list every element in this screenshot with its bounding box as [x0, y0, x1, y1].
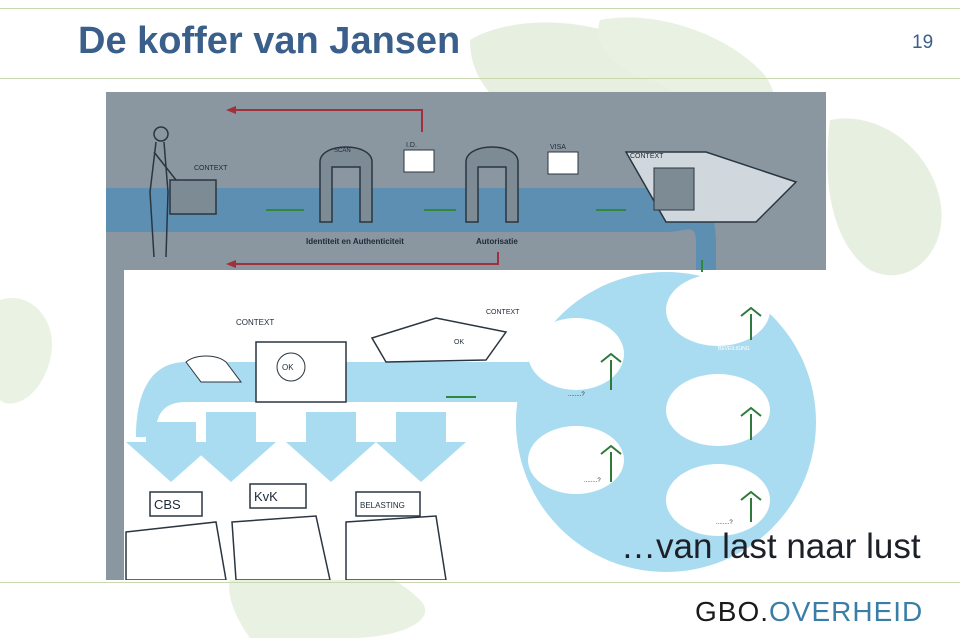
ok-stamp-icon — [276, 352, 306, 382]
footer-rule — [0, 582, 960, 583]
destination-belasting: BELASTING — [360, 501, 405, 510]
traveler-figure — [149, 126, 177, 258]
security-label: BEVEILIGING — [718, 346, 750, 352]
red-arrow-head-top — [226, 106, 236, 114]
tagline: …van last naar lust — [621, 527, 921, 566]
illustration-svg: Identiteit en Authenticiteit Autorisatie… — [106, 106, 826, 580]
palm-icon — [600, 306, 762, 522]
slide-title: De koffer van Jansen — [78, 20, 461, 62]
top-rule — [0, 8, 960, 9]
destination-kvk: KvK — [254, 489, 278, 504]
hand-icon — [185, 355, 242, 383]
question-label-3: ........? — [716, 520, 733, 526]
validation-label: VALIDATIE — [718, 438, 743, 444]
red-arrows — [236, 109, 499, 265]
island-bubbles — [528, 274, 770, 536]
suitcase-on-ship-icon — [653, 167, 695, 211]
question-label-1: ........? — [568, 392, 585, 398]
scan-tag: SCAN — [334, 148, 351, 154]
context-tag-4: CONTEXT — [486, 309, 520, 316]
lower-ship-icon — [370, 317, 508, 363]
lane-label-identity: Identiteit en Authenticiteit — [306, 237, 404, 246]
illustration-panel: Identiteit en Authenticiteit Autorisatie… — [106, 92, 826, 580]
id-tag: I.D. — [406, 142, 417, 149]
ok-tag-1: OK — [282, 363, 294, 372]
logo-part-2: OVERHEID — [769, 596, 924, 627]
logo-part-1: GBO. — [695, 596, 770, 627]
suitcase-icon — [169, 179, 217, 215]
question-label-2: ........? — [584, 478, 601, 484]
destination-cbs: CBS — [154, 497, 181, 512]
gbo-logo: GBO.OVERHEID — [695, 596, 923, 628]
context-tag-3: CONTEXT — [236, 318, 274, 327]
upper-road — [106, 188, 716, 270]
destination-boxes — [125, 483, 447, 580]
id-card-icon — [403, 149, 435, 173]
lane-label-authorization: Autorisatie — [476, 237, 518, 246]
visa-card-icon — [547, 151, 579, 175]
scan-gate-icon — [319, 146, 519, 223]
red-arrow-head-bottom — [226, 260, 236, 268]
lower-suitcase-icon — [255, 341, 347, 403]
context-tag-2: CONTEXT — [630, 153, 664, 160]
ok-tag-2: OK — [454, 339, 464, 346]
branch-arrows — [126, 412, 466, 482]
context-tag-1: CONTEXT — [194, 165, 228, 172]
header-rule — [0, 78, 960, 79]
page-number: 19 — [912, 32, 934, 53]
green-arrows — [266, 209, 703, 398]
visa-tag: VISA — [550, 144, 566, 151]
